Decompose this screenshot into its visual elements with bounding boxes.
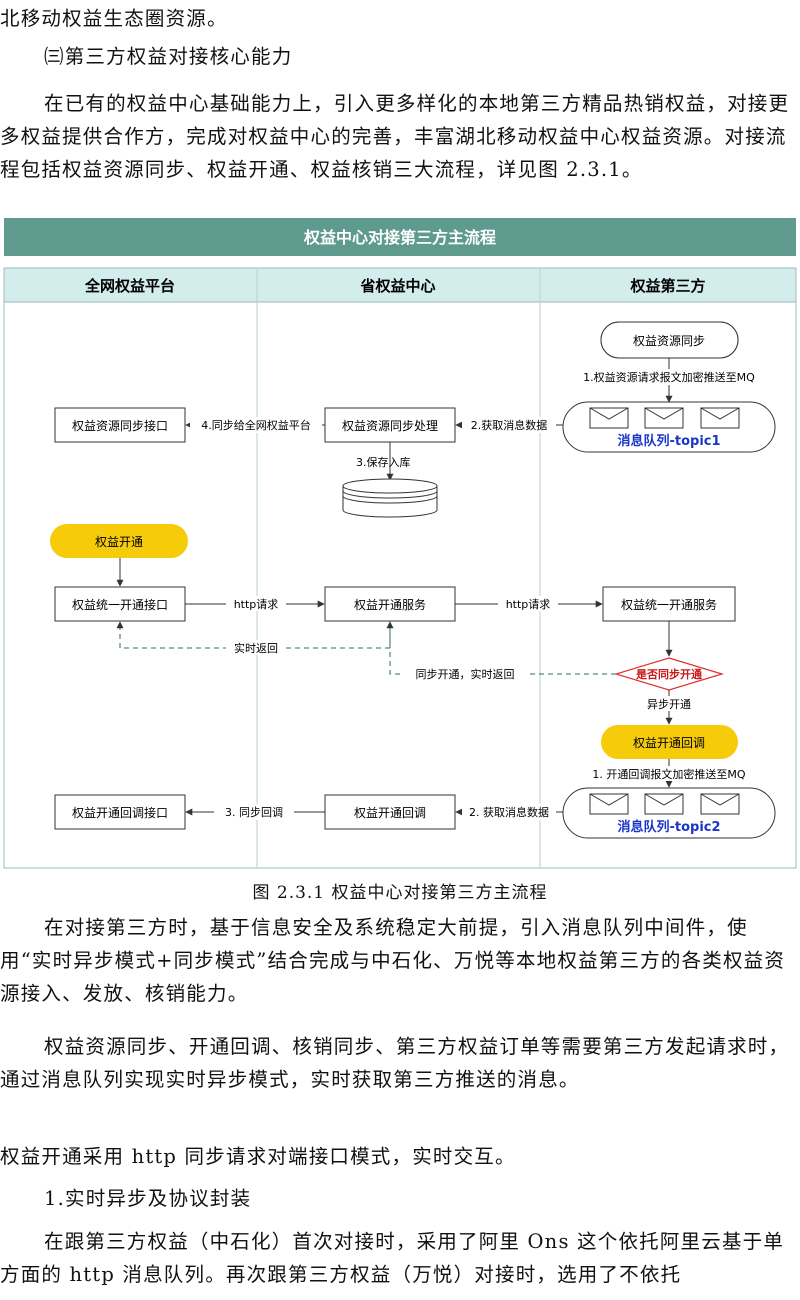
paragraph-1: 在已有的权益中心基础能力上，引入更多样化的本地第三方精品热销权益，对接更多权益提…: [0, 92, 790, 181]
figure-caption: 图 2.3.1 权益中心对接第三方主流程: [252, 883, 548, 903]
flowchart-title: 权益中心对接第三方主流程: [303, 228, 496, 247]
node-mq-topic2-label: 消息队列-topic2: [617, 819, 720, 835]
edge-label-e3: 3.保存入库: [356, 455, 411, 469]
envelope-icon: [589, 793, 629, 815]
node-callback-iface: [54, 794, 186, 830]
edge-label-e1: 1.权益资源请求报文加密推送至MQ: [583, 370, 755, 384]
paragraph-2: 在对接第三方时，基于信息安全及系统稳定大前提，引入消息队列中间件，使用“实时异步…: [0, 916, 786, 1005]
node-res-sync-iface: [54, 407, 186, 443]
edge-label-http1: http请求: [234, 598, 279, 611]
paragraph-4: 权益开通采用 http 同步请求对端接口模式，实时交互。: [0, 1145, 516, 1168]
edge-label-e4: 4.同步给全网权益平台: [201, 418, 311, 432]
node-open-service-label: 权益开通服务: [354, 597, 426, 612]
node-unified-open-service-label: 权益统一开通服务: [621, 597, 717, 612]
node-open-start-label: 权益开通: [95, 535, 143, 549]
edge-label-cb3: 3. 同步回调: [225, 806, 283, 819]
edge-label-bg: [214, 804, 294, 820]
edge-label-bg: [462, 417, 556, 433]
envelope-icon: [700, 407, 740, 429]
edge-label-e2: 2.获取消息数据: [471, 418, 548, 432]
edge-label-async-open: 异步开通: [647, 698, 691, 711]
edge-label-bg: [400, 666, 530, 682]
paragraph-3: 权益资源同步、开通回调、核销同步、第三方权益订单等需要第三方发起请求时，通过消息…: [0, 1035, 790, 1091]
envelope-icon: [644, 407, 684, 429]
sub-heading: 1.实时异步及协议封装: [44, 1187, 252, 1210]
edge-label-bg: [565, 369, 773, 385]
node-callback-start-label: 权益开通回调: [633, 736, 705, 750]
edge-label-cb2: 2. 获取消息数据: [469, 805, 549, 819]
lane-label-national: 全网权益平台: [84, 277, 175, 295]
paragraph-5: 在跟第三方权益（中石化）首次对接时，采用了阿里 Ons 这个依托阿里云基于单方面…: [0, 1230, 785, 1286]
node-mq-topic1-label: 消息队列-topic1: [617, 433, 720, 449]
lane-header-bar: [3, 267, 797, 303]
node-open-start: [50, 524, 188, 558]
lane-label-province: 省权益中心: [359, 277, 435, 295]
edge-label-bg: [226, 640, 286, 655]
node-callback-proc: [324, 794, 456, 830]
section-heading: ㈢第三方权益对接核心能力: [44, 45, 293, 68]
edge-label-rt-return: 实时返回: [234, 641, 278, 655]
node-open-iface: [54, 586, 186, 622]
text-line-top: 北移动权益生态圈资源。: [0, 7, 228, 30]
edge-label-bg: [498, 596, 558, 611]
node-res-sync-start-label: 权益资源同步: [633, 334, 705, 348]
edge-label-bg: [462, 804, 556, 820]
database-icon: [342, 478, 438, 518]
node-open-iface-label: 权益统一开通接口: [72, 597, 168, 612]
node-res-sync-iface-label: 权益资源同步接口: [72, 418, 168, 433]
edge-label-bg: [226, 596, 286, 611]
node-callback-proc-label: 权益开通回调: [354, 806, 426, 820]
node-decision-label: 是否同步开通: [635, 667, 702, 681]
edge-label-cb1: 1. 开通回调报文加密推送至MQ: [592, 767, 745, 781]
envelope-icon: [700, 793, 740, 815]
flowchart: 权益中心对接第三方主流程 全网权益平台 省权益中心 权益第三方 权益资源同步 1…: [3, 218, 797, 869]
node-res-sync-proc-label: 权益资源同步处理: [342, 419, 438, 433]
flowchart-title-bar: [4, 218, 796, 256]
node-callback-iface-label: 权益开通回调接口: [72, 805, 168, 820]
edge-label-sync-open: 同步开通，实时返回: [416, 667, 515, 681]
edge-label-bg: [636, 696, 702, 711]
edge-label-bg: [574, 766, 764, 781]
envelope-icon: [644, 793, 684, 815]
edge-label-bg: [190, 417, 322, 433]
lane-label-third-party: 权益第三方: [629, 277, 705, 295]
node-callback-start: [601, 725, 738, 759]
node-open-service: [324, 586, 456, 622]
envelope-icon: [589, 407, 629, 429]
edge-label-http2: http请求: [506, 598, 551, 611]
node-res-sync-proc: [324, 407, 456, 443]
edge-sync-open-return: [386, 621, 616, 675]
